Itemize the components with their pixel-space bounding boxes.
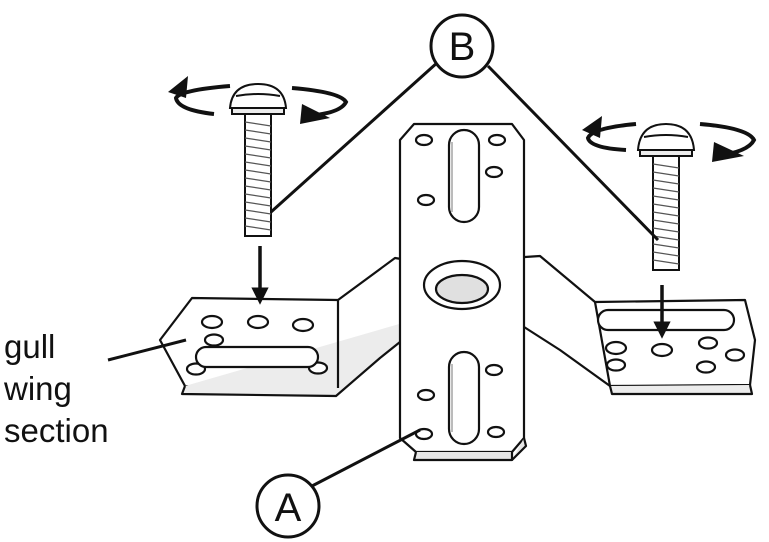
gull-wing-label: gull wing section xyxy=(3,328,187,449)
label-line-1: gull xyxy=(4,328,55,365)
rotate-arrow-icon xyxy=(582,116,757,162)
bolt-shank xyxy=(244,113,272,237)
right-gull-wing xyxy=(508,254,757,396)
center-hole-inner xyxy=(434,273,490,305)
wing-hole xyxy=(697,336,719,350)
bolt-head xyxy=(636,122,696,151)
plate-hole xyxy=(416,193,436,207)
wing-hole xyxy=(604,340,628,356)
wing-hole xyxy=(695,360,717,374)
wing-slot xyxy=(194,345,320,369)
wing-hole xyxy=(200,314,224,330)
wing-hole xyxy=(246,314,270,330)
bolt-head xyxy=(228,82,288,109)
label-line-2: wing xyxy=(3,370,72,407)
rotate-arrow-icon xyxy=(168,76,349,124)
wing-slot xyxy=(596,308,736,332)
bracket-plate xyxy=(158,122,757,462)
plate-hole xyxy=(416,388,436,402)
plate-hole xyxy=(484,165,504,179)
left-bolt xyxy=(228,82,288,237)
plate-hole xyxy=(414,133,434,147)
wing-hole xyxy=(724,348,746,362)
right-bolt xyxy=(636,122,696,271)
wing-hole xyxy=(203,333,225,347)
callout-b: B xyxy=(269,13,660,242)
plate-hole xyxy=(486,425,506,439)
plate-hole xyxy=(487,133,507,147)
plate-slot xyxy=(447,350,481,446)
callout-a: A xyxy=(255,428,421,539)
callout-b-label: B xyxy=(449,25,476,69)
wing-hole xyxy=(650,342,674,358)
left-gull-wing xyxy=(158,256,422,398)
plate-slot xyxy=(447,128,481,224)
center-plate xyxy=(398,122,528,462)
wing-hole xyxy=(291,317,315,333)
callout-a-label: A xyxy=(275,486,302,530)
wing-hole xyxy=(605,358,627,372)
label-line-3: section xyxy=(4,412,109,449)
plate-hole xyxy=(484,363,504,377)
